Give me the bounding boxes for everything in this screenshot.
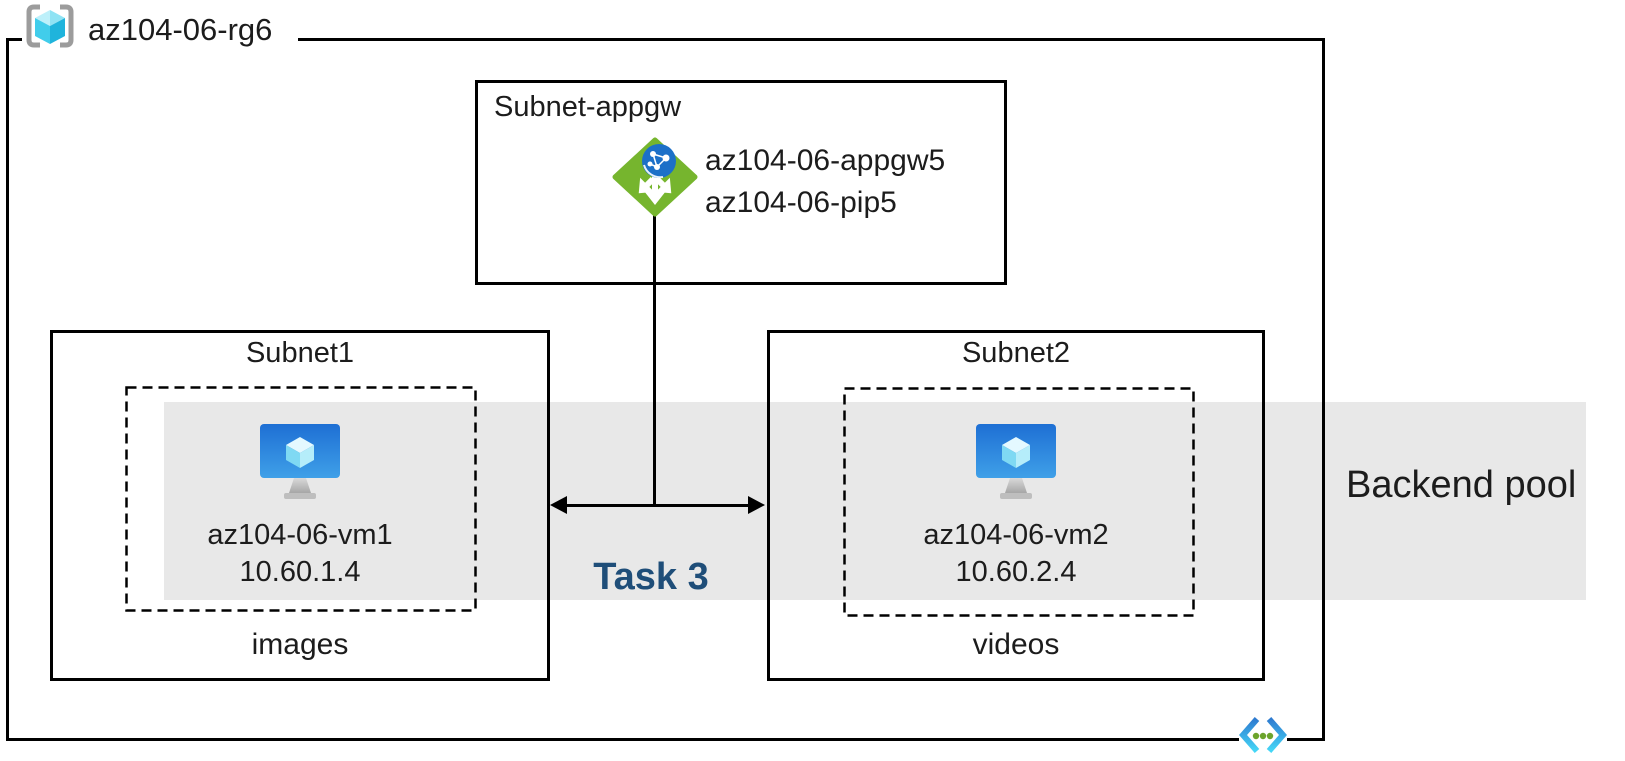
resource-group-label-backdrop <box>22 28 298 48</box>
virtual-machine-icon <box>260 424 340 499</box>
task-label: Task 3 <box>593 556 709 598</box>
subnet1-caption: images <box>251 628 349 661</box>
subnet2-box: Subnet2 az104-06-vm2 10.60.2.4 videos <box>767 330 1265 681</box>
appgw-subnet-box: Subnet-appgw <box>475 80 1007 285</box>
virtual-machine-icon <box>976 424 1056 499</box>
appgw-names: az104-06-appgw5 az104-06-pip5 <box>705 140 945 224</box>
subnet-double-arrow <box>558 504 758 507</box>
subnet2-label: Subnet2 <box>961 337 1071 369</box>
appgw-public-ip-name: az104-06-pip5 <box>705 186 897 219</box>
subnet2-caption: videos <box>972 628 1060 661</box>
resource-group-name: az104-06-rg6 <box>88 12 273 47</box>
application-gateway-icon <box>612 137 698 217</box>
vm1-name: az104-06-vm1 <box>207 519 393 551</box>
vm2-name: az104-06-vm2 <box>923 519 1109 551</box>
vm1-ip: 10.60.1.4 <box>239 556 361 588</box>
backend-pool-label: Backend pool <box>1346 464 1577 506</box>
virtual-network-icon <box>1239 717 1287 753</box>
backend-pool-band <box>164 402 1586 600</box>
subnet1-label: Subnet1 <box>245 337 355 369</box>
appgw-name: az104-06-appgw5 <box>705 144 946 177</box>
arrowhead-left-icon <box>550 496 567 514</box>
resource-group-icon <box>26 4 74 48</box>
resource-group-box <box>6 38 1325 741</box>
vm2-ip: 10.60.2.4 <box>955 556 1077 588</box>
appgw-connector-line <box>653 212 656 506</box>
subnet1-dashed-box <box>125 386 477 612</box>
arrowhead-right-icon <box>748 496 765 514</box>
subnet1-box: Subnet1 az104-06-vm1 10.60.1.4 images <box>50 330 550 681</box>
appgw-subnet-label: Subnet-appgw <box>494 91 682 123</box>
